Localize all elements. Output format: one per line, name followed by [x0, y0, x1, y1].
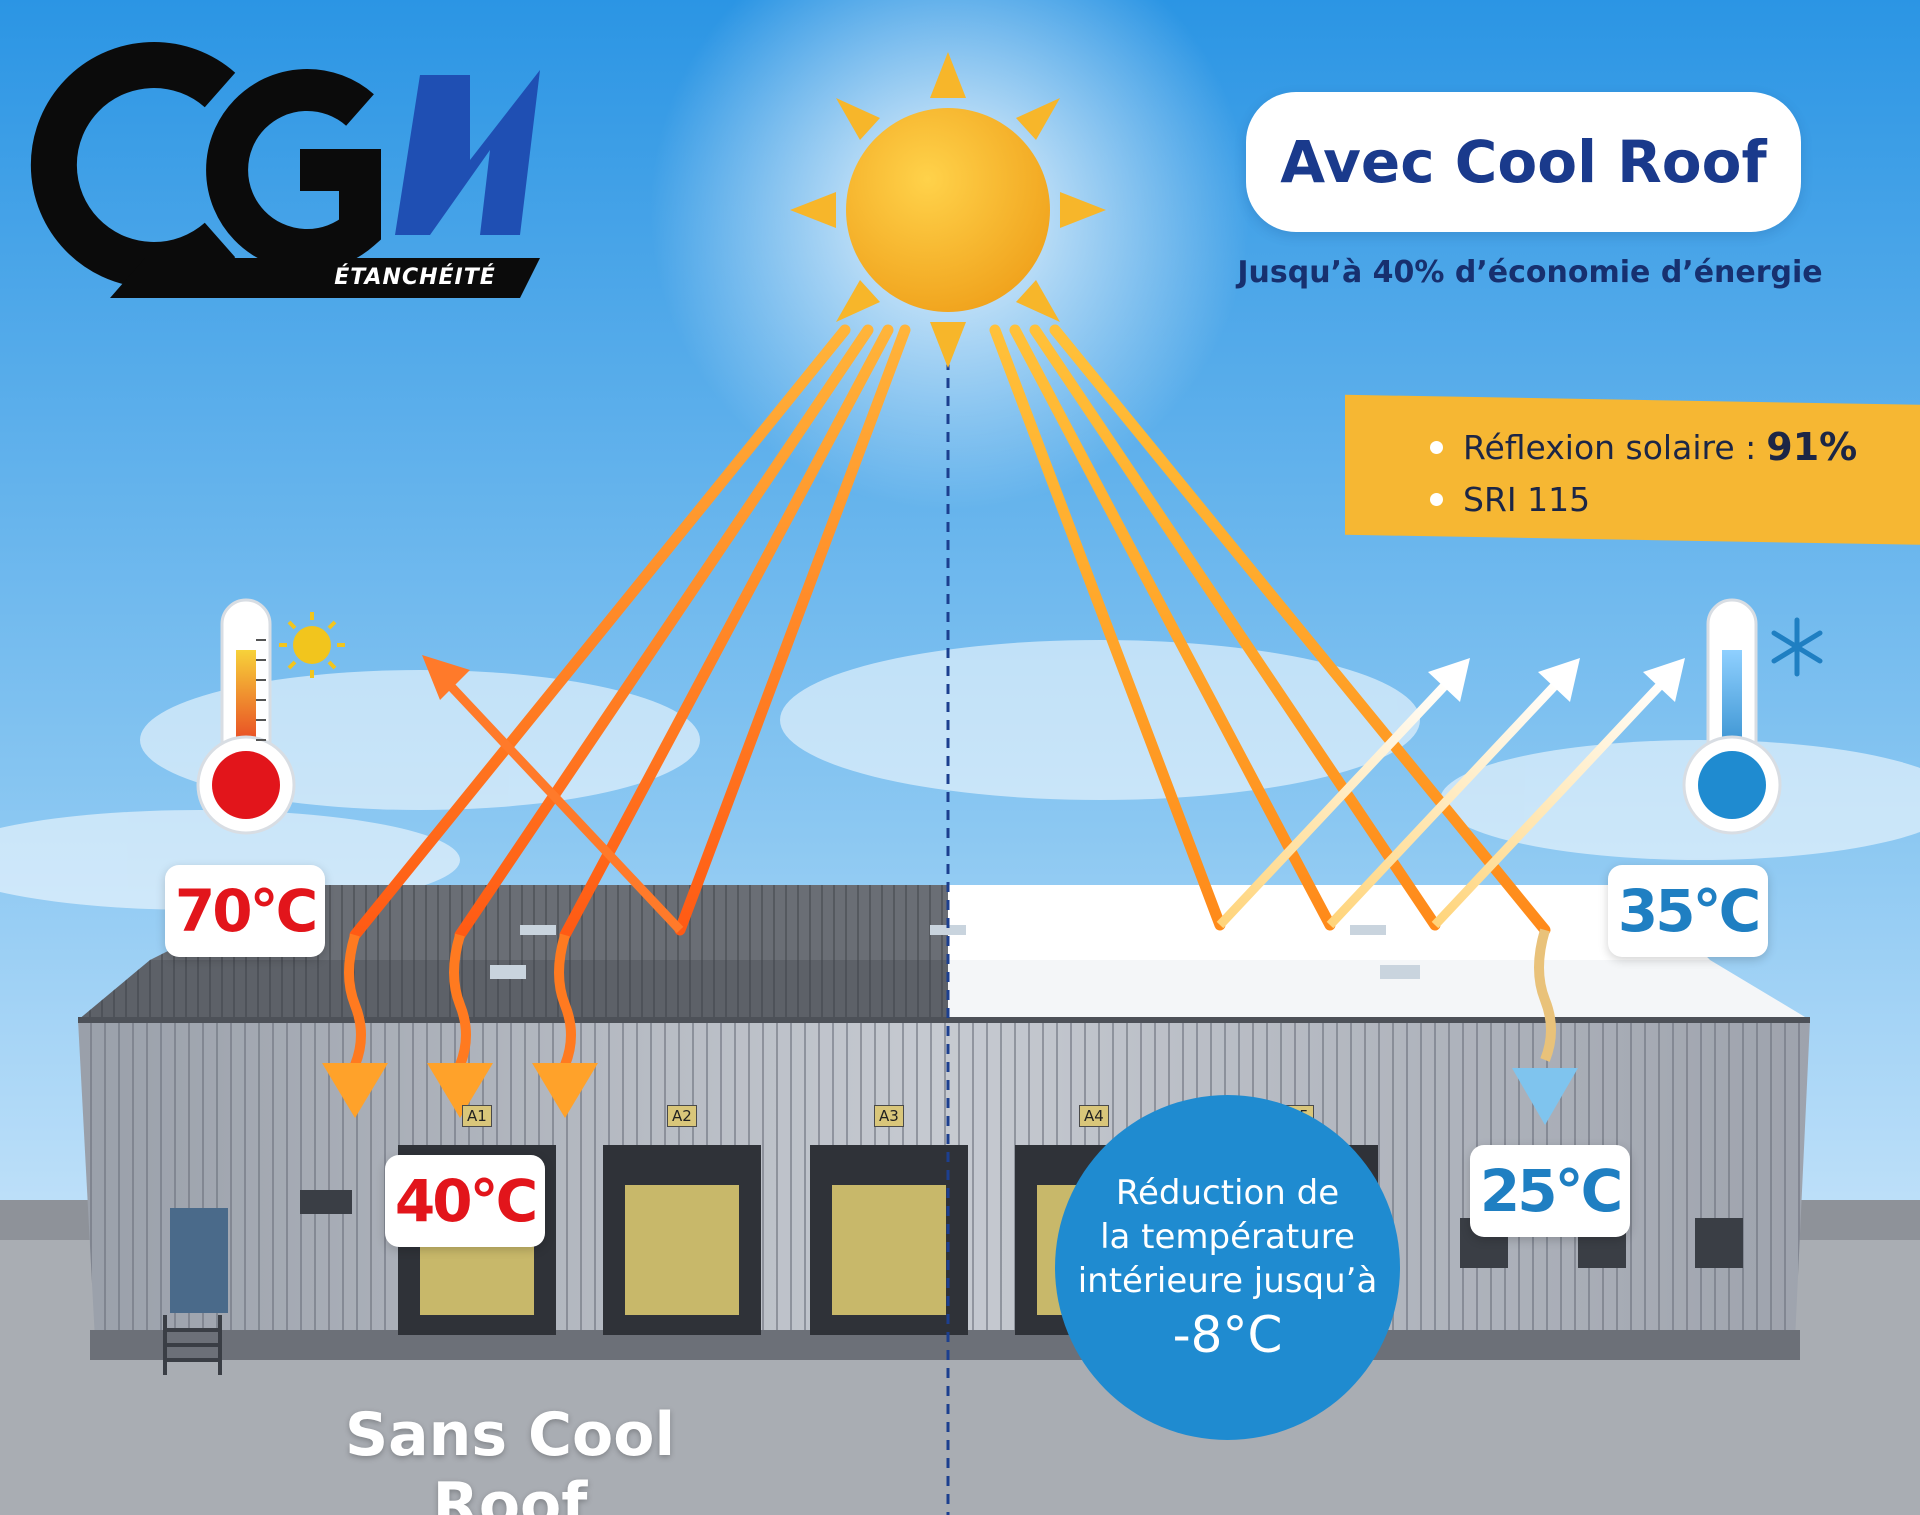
small-sun-icon: [279, 612, 345, 678]
title-avec-cool-roof: Avec Cool Roof: [1246, 92, 1801, 232]
reflected-arrowheads-right: [1428, 658, 1685, 702]
dock-label: A2: [667, 1105, 697, 1127]
warehouse: [78, 885, 1810, 1375]
heat-arrows-left: [344, 933, 576, 1067]
stat-solar-reflection: Réflexion solaire : 91%: [1430, 425, 1857, 469]
incoming-rays-left: [349, 324, 911, 941]
bullet-icon: [1430, 440, 1443, 454]
stat-label: Réflexion solaire :: [1463, 427, 1757, 467]
sun-icon: [790, 52, 1106, 368]
stat-sri: SRI 115: [1430, 480, 1590, 519]
temp-roof-without: 70°C: [165, 865, 325, 957]
heat-arrowhead-right: [1512, 1068, 1578, 1125]
dock-label: A4: [1079, 1105, 1109, 1127]
reflected-ray-left: [441, 676, 684, 934]
reduction-line-2: la température: [1100, 1216, 1355, 1257]
stats-banner: [1345, 394, 1920, 546]
logo-tagline: ÉTANCHÉITÉ: [334, 265, 496, 290]
reduction-line-1: Réduction de: [1115, 1172, 1340, 1213]
dock-label: A1: [462, 1105, 492, 1127]
bullet-icon: [1430, 493, 1443, 506]
stat-label: SRI 115: [1463, 480, 1591, 519]
temp-roof-with: 35°C: [1608, 865, 1768, 957]
temp-interior-with: 25°C: [1470, 1145, 1630, 1237]
title-sans-cool-roof: Sans Cool Roof: [344, 1400, 676, 1515]
temp-interior-without: 40°C: [385, 1155, 545, 1247]
reflected-rays-right: [1216, 676, 1669, 929]
cgm-logo: [30, 42, 540, 298]
incoming-rays-right: [989, 324, 1551, 936]
heat-arrowheads-left: [322, 1063, 598, 1118]
subtitle-energy-savings: Jusqu’à 40% d’économie d’énergie: [1237, 255, 1823, 290]
reduction-line-3: intérieure jusqu’à: [1077, 1260, 1378, 1301]
dock-label: A3: [874, 1105, 904, 1127]
reflected-arrowhead-left: [422, 655, 470, 700]
thermometer-hot-icon: [196, 598, 296, 835]
thermometer-cold-icon: [1682, 598, 1782, 835]
reduction-value: -8°C: [1172, 1305, 1283, 1364]
stat-value: 91%: [1766, 425, 1858, 469]
snowflake-icon: [1771, 617, 1823, 677]
heat-arrow-right: [1534, 928, 1556, 1062]
temperature-reduction-badge: Réduction de la température intérieure j…: [1055, 1095, 1400, 1440]
